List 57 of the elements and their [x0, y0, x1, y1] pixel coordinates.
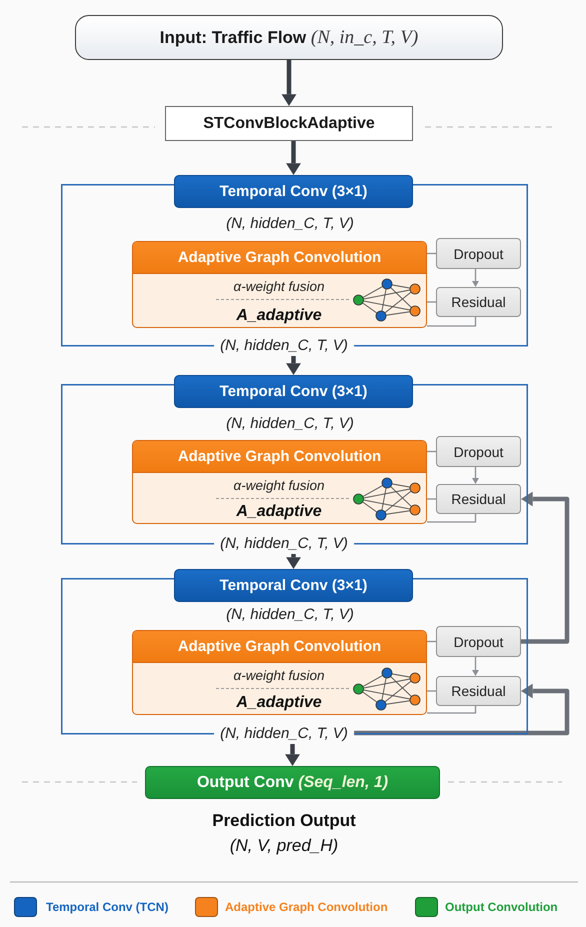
matrix-label: A_adaptive — [236, 693, 322, 712]
legend-label: Temporal Conv (TCN) — [46, 899, 168, 915]
temporal-conv-box — [174, 175, 413, 208]
node-label: Residual — [451, 683, 506, 699]
legend-label: Adaptive Graph Convolution — [225, 899, 388, 915]
annotation-text: α-weight fusion — [234, 478, 324, 494]
graph-conv-box — [132, 241, 427, 328]
shape-annotation: (N, hidden_C, T, V) — [226, 414, 354, 434]
input-box — [75, 15, 503, 60]
operation-box — [436, 484, 521, 514]
legend-label: Output Convolution — [445, 899, 558, 915]
header-banner: Adaptive Graph Convolution — [133, 441, 426, 473]
node-label: Temporal Conv (3×1) — [220, 383, 368, 400]
block-title-box — [165, 106, 413, 141]
arrow — [286, 554, 301, 569]
arrow — [286, 356, 301, 375]
arrow — [286, 141, 301, 175]
operation-box — [436, 436, 521, 467]
connector-line — [427, 706, 476, 714]
node-label: Output Conv (Seq_len, 1) — [196, 774, 388, 792]
node-label: Residual — [451, 294, 506, 310]
connector-line — [427, 514, 476, 523]
node-label: Residual — [451, 491, 506, 507]
temporal-conv-box — [174, 375, 413, 408]
node-label: STConvBlockAdaptive — [203, 114, 375, 132]
temporal-conv-box — [174, 569, 413, 602]
node-label: Input: Traffic Flow (N, in_c, T, V) — [160, 26, 418, 48]
header-banner: Adaptive Graph Convolution — [133, 631, 426, 663]
shape-annotation: (N, hidden_C, T, V) — [226, 605, 354, 625]
annotation-text: α-weight fusion — [234, 668, 324, 684]
annotation-text: α-weight fusion — [234, 279, 324, 295]
node-label: Dropout — [454, 444, 504, 460]
operation-box — [436, 238, 521, 269]
operation-box — [436, 287, 521, 317]
node-label: Dropout — [454, 634, 504, 650]
connector-line — [427, 317, 476, 327]
header-banner: Adaptive Graph Convolution — [133, 242, 426, 274]
node-label: Temporal Conv (3×1) — [220, 577, 368, 594]
output-conv-box — [145, 766, 440, 799]
graph-conv-box — [132, 440, 427, 524]
matrix-label: A_adaptive — [236, 502, 322, 521]
arrow — [521, 492, 570, 644]
operation-box — [436, 626, 521, 657]
caption-heading: Prediction Output — [212, 810, 356, 832]
arrow — [282, 60, 296, 106]
node-label: Temporal Conv (3×1) — [220, 183, 368, 200]
graph-conv-box — [132, 630, 427, 715]
arrow — [354, 684, 570, 736]
arrow — [472, 467, 479, 484]
arrow — [285, 744, 300, 766]
arrow — [472, 269, 479, 287]
node-label: Dropout — [454, 246, 504, 262]
caption-text: (N, V, pred_H) — [230, 835, 338, 857]
matrix-label: A_adaptive — [236, 306, 322, 325]
shape-annotation: (N, hidden_C, T, V) — [226, 214, 354, 234]
arrow — [472, 657, 479, 676]
operation-box — [436, 676, 521, 706]
